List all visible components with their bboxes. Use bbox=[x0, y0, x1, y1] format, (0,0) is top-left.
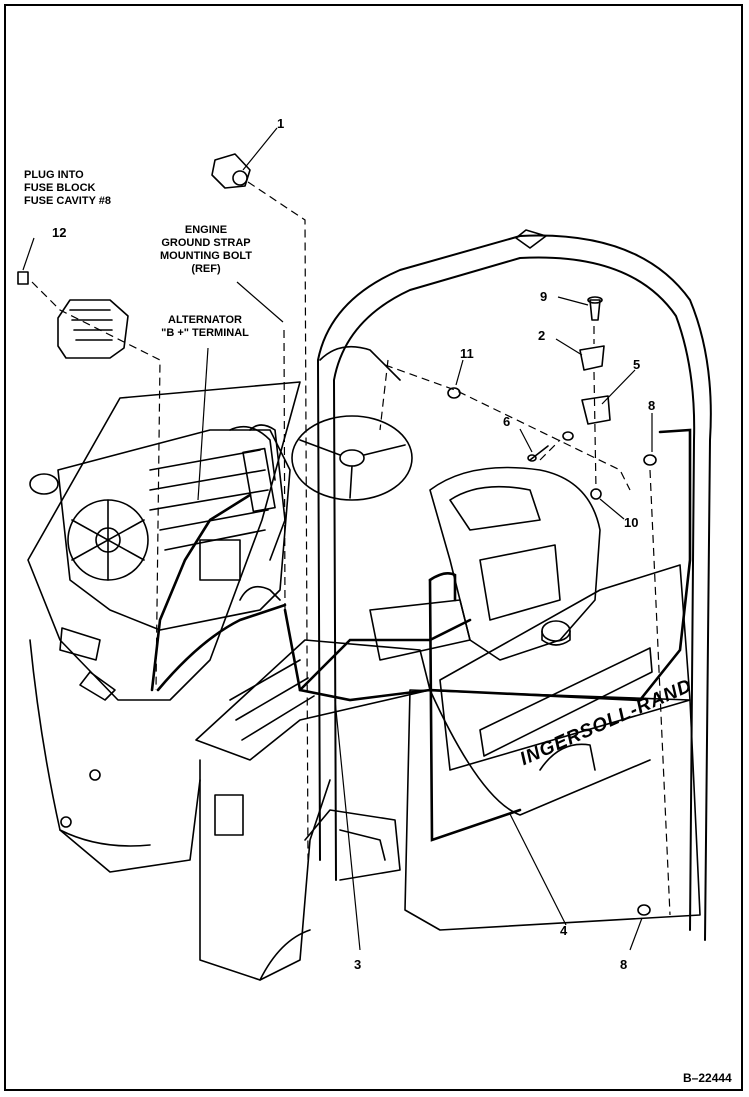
callout-4: 4 bbox=[560, 923, 568, 938]
callout-8-top: 8 bbox=[648, 398, 656, 413]
left-fender bbox=[27, 381, 301, 701]
engine-note-line2: GROUND STRAP bbox=[161, 237, 251, 249]
callout-12: 12 bbox=[52, 225, 67, 240]
figure-border bbox=[4, 4, 743, 1091]
callout-10: 10 bbox=[624, 515, 639, 530]
wire-harness bbox=[150, 493, 252, 692]
rops-arch bbox=[317, 234, 712, 941]
fuel-cap bbox=[541, 620, 571, 642]
callout-3: 3 bbox=[354, 957, 362, 972]
engine-ground-note: ENGINE GROUND STRAP MOUNTING BOLT (REF) bbox=[151, 224, 261, 276]
callout-8-bottom: 8 bbox=[620, 957, 628, 972]
engine-note-line3: MOUNTING BOLT bbox=[159, 250, 253, 262]
callout-5: 5 bbox=[633, 357, 641, 372]
fuse-note: PLUG INTO FUSE BLOCK FUSE CAVITY #8 bbox=[24, 169, 111, 208]
item1-switch bbox=[211, 153, 251, 189]
engine-note-line1: ENGINE bbox=[184, 224, 228, 236]
steering-wheel bbox=[291, 415, 413, 501]
callout-2: 2 bbox=[538, 328, 546, 343]
fuse-block bbox=[57, 299, 129, 359]
fuse-note-line3: FUSE CAVITY #8 bbox=[24, 195, 112, 207]
brand-logo-text: INGERSOLL-RAND bbox=[517, 675, 696, 770]
rear-base bbox=[404, 689, 701, 931]
callout-9: 9 bbox=[540, 289, 548, 304]
figure-id: B–22444 bbox=[683, 1071, 732, 1085]
fuse-note-line2: FUSE BLOCK bbox=[24, 182, 96, 194]
callout-6: 6 bbox=[503, 414, 511, 429]
alternator-note: ALTERNATOR "B +" TERMINAL bbox=[150, 314, 260, 340]
operator-seat bbox=[429, 466, 601, 661]
fuse-note-line1: PLUG INTO bbox=[24, 169, 84, 181]
callout-11: 11 bbox=[460, 346, 474, 361]
fuel-tank bbox=[439, 564, 691, 771]
engine-note-line4: (REF) bbox=[191, 263, 221, 275]
alternator-note-line1: ALTERNATOR bbox=[168, 314, 242, 326]
engine-block bbox=[57, 429, 291, 631]
alternator-note-line2: "B +" TERMINAL bbox=[161, 327, 249, 339]
callout-1: 1 bbox=[277, 116, 285, 131]
